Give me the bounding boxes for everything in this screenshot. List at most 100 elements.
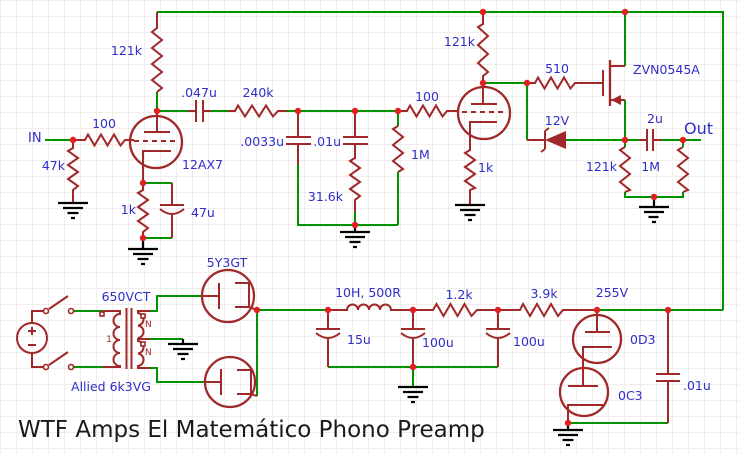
output-stage [527,60,690,193]
wire-sec-bottom [150,367,205,383]
junction-dot [664,306,672,314]
ground-symbols [58,197,669,447]
label-b-plus: 255V [596,285,629,300]
junction-dot [621,8,629,16]
switch-terminal [42,307,50,315]
label-grid2-r: 100 [415,89,439,104]
resistor-filter-39k [498,301,597,318]
zener-triangle [545,131,566,149]
junction-dot [409,306,417,314]
wire-cathode1 [143,182,172,239]
capacitor-filter-15u [315,310,341,367]
junction-dot [139,234,147,242]
label-zener: 12V [545,113,570,128]
label-plate2-r: 121k [444,34,476,49]
capacitor-cathode1-47u [159,183,185,238]
junction-dot [409,363,417,371]
wire-rectifier-out [256,309,328,396]
junction-dot [351,107,359,115]
label-filter-c3: 100u [513,334,545,349]
choke-10H [328,303,413,311]
junction-dot [351,221,359,229]
label-coupling-c: .047u [181,85,217,100]
tube-12ax7-b-plate [471,83,497,105]
resistor-gridleak-1M [391,125,405,173]
xfmr-phase-dot [99,311,105,317]
label-tube1: 12AX7 [182,157,223,172]
switch-terminal [67,307,75,315]
capacitor-coupling-047u [188,100,211,122]
regulator-0c3-elements [567,385,603,423]
junction-dot [69,136,77,144]
switch-blades [48,295,69,366]
label-secondary-v: 650VCT [102,289,151,304]
junction-dot [253,306,261,314]
resistor-316k [348,144,362,212]
label-shunt-c2: .01u [313,134,341,149]
junction-dot [621,136,629,144]
junction-dot [479,79,487,87]
label-filter-c2: 100u [422,335,454,350]
label-gridleak-r: 1M [411,147,430,162]
resistor-cathode2-1k [463,130,478,205]
tube-12ax7-a-plate [144,111,170,133]
junction-dot [650,193,658,201]
label-cathode2-r: 1k [478,160,494,175]
capacitor-filter-100u-2 [485,310,511,367]
label-grid1-r: 100 [92,116,116,131]
junction-dot [523,79,531,87]
wire-switch-to-xfmr [74,310,103,368]
ground-symbol [168,339,198,361]
ground-symbol [340,225,370,249]
ground-symbol [58,201,88,220]
label-source-r: 121k [586,159,618,174]
rectifier-tube-bottom-elements [205,369,258,397]
junction-dot [593,306,601,314]
label-secondary-winding: N [145,320,152,330]
stage1 [66,12,185,238]
resistor-grid2-100 [398,103,458,119]
label-plate1-r: 121k [111,43,143,58]
label-output-c: 2u [647,111,663,126]
label-input-r: 47k [42,158,66,173]
label-secondary-winding: N [145,348,152,358]
label-regulator2: 0C3 [618,388,643,403]
label-filter-r2: 3.9k [530,286,558,301]
label-bypass-c: .01u [683,378,711,393]
resistor-grid1-100 [73,132,134,148]
label-filter-c1: 15u [347,332,371,347]
label-series-r: 240k [242,85,274,100]
label-gate-r: 510 [545,61,569,76]
capacitor-bypass-01u [656,310,680,423]
label-mosfet: ZVN0545A [633,62,700,77]
regulator-0d3-elements [582,310,612,386]
xfmr-primary [103,310,121,368]
labels: IN 121k 100 47k 12AX7 1k 47u .047u 240k … [18,34,713,443]
label-shunt-r: 31.6k [308,189,344,204]
regulator-0c3-envelope [558,366,610,418]
ground-symbol [639,197,669,224]
label-primary-winding: 1 [106,335,112,345]
wire-plate2-node [482,76,528,140]
ground-symbol [128,238,158,266]
label-transformer: Allied 6k3VG [71,379,151,394]
label-cathode1-r: 1k [121,202,137,217]
label-filter-r1: 1.2k [445,287,473,302]
ground-symbol [455,203,485,222]
resistor-cathode1-1k [136,183,150,238]
output-label: Out [684,119,713,138]
junction-dot [479,8,487,16]
junction-dot [139,179,147,187]
tube-12ax7-b-cathode [469,121,497,130]
power-supply [16,268,680,423]
input-label: IN [28,131,42,146]
label-choke: 10H, 500R [335,285,401,300]
label-cathode1-c: 47u [191,205,215,220]
xfmr-core [125,308,133,369]
resistor-load-1M [676,146,690,193]
rectifier-tube-top-elements [202,282,258,311]
stage2 [456,12,512,205]
capacitor-0033u [286,111,311,165]
